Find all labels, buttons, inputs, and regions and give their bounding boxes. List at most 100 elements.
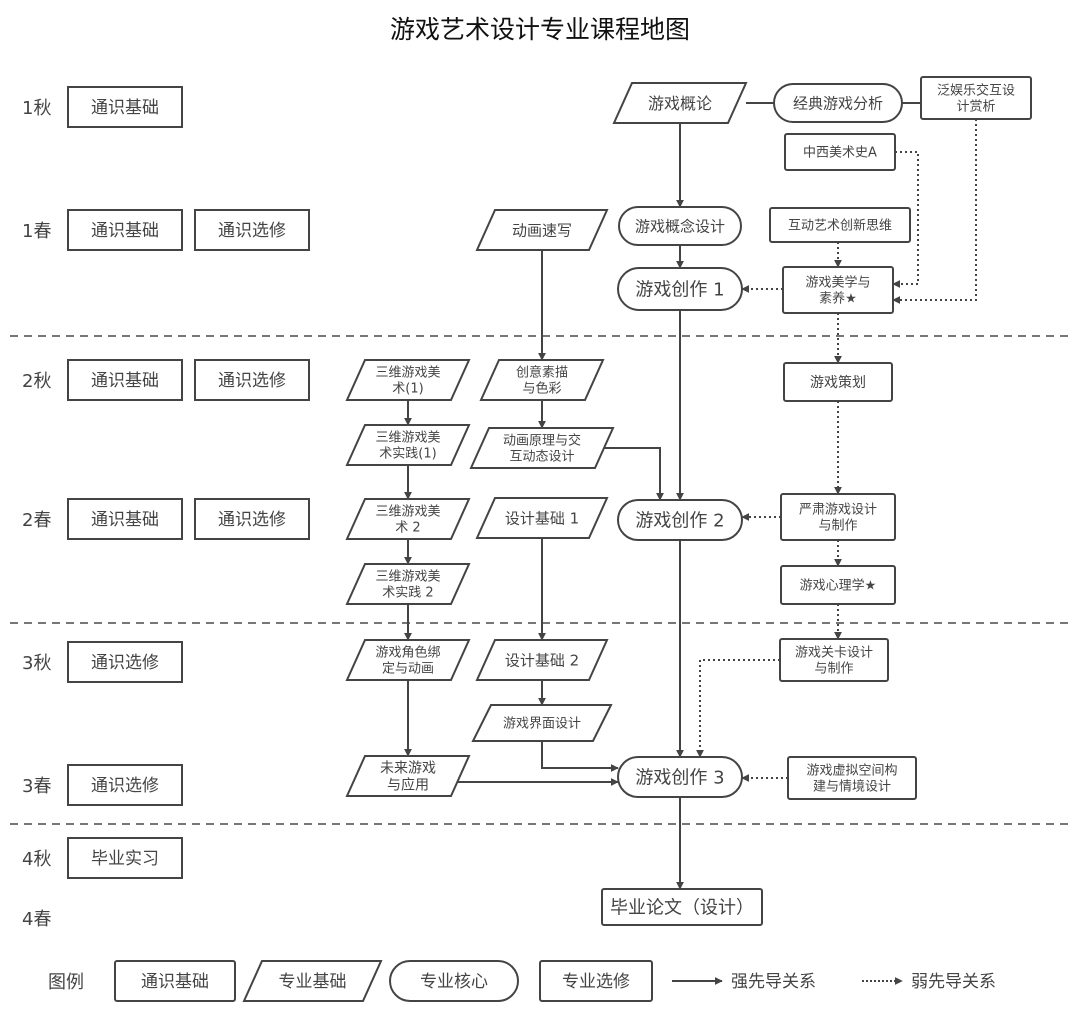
svg-text:游戏概念设计: 游戏概念设计 bbox=[635, 217, 725, 235]
svg-text:设计基础 2: 设计基础 2 bbox=[505, 651, 579, 669]
svg-text:游戏美学与: 游戏美学与 bbox=[805, 275, 870, 291]
svg-text:通识选修: 通识选修 bbox=[218, 371, 286, 391]
legend-item-elective: 专业选修 bbox=[539, 960, 653, 1002]
svg-text:通识选修: 通识选修 bbox=[91, 776, 159, 796]
weak-prerequisite-edge bbox=[696, 659, 780, 758]
svg-text:互动艺术创新思维: 互动艺术创新思维 bbox=[788, 218, 892, 234]
general-course-box[interactable]: 通识基础 bbox=[67, 359, 183, 401]
svg-text:三维游戏美: 三维游戏美 bbox=[375, 366, 440, 381]
svg-text:游戏策划: 游戏策划 bbox=[810, 374, 866, 391]
svg-text:通识基础: 通识基础 bbox=[141, 972, 209, 992]
legend-label: 图例 bbox=[48, 972, 84, 993]
svg-text:设计基础 1: 设计基础 1 bbox=[505, 509, 579, 527]
strong-prerequisite-edge bbox=[541, 741, 619, 772]
general-course-box[interactable]: 通识选修 bbox=[194, 359, 310, 401]
general-course-box[interactable]: 通识基础 bbox=[67, 209, 183, 251]
semester-label: 2秋 bbox=[22, 371, 51, 392]
svg-text:术实践 2: 术实践 2 bbox=[382, 586, 433, 601]
general-course-box[interactable]: 通识选修 bbox=[67, 641, 183, 683]
svg-text:毕业论文（设计）: 毕业论文（设计） bbox=[610, 897, 754, 918]
svg-text:游戏创作 2: 游戏创作 2 bbox=[635, 510, 724, 531]
legend-item-core: 专业核心 bbox=[389, 960, 519, 1002]
svg-text:定与动画: 定与动画 bbox=[382, 662, 434, 677]
svg-text:游戏界面设计: 游戏界面设计 bbox=[503, 717, 581, 732]
general-course-box[interactable]: 通识选修 bbox=[67, 764, 183, 806]
svg-text:互动态设计: 互动态设计 bbox=[509, 450, 574, 465]
course-node-creation3[interactable]: 游戏创作 3 bbox=[617, 756, 743, 798]
weak-prerequisite-edge bbox=[892, 119, 977, 304]
course-node-design-basic2[interactable]: 设计基础 2 bbox=[475, 639, 609, 681]
svg-text:计赏析: 计赏析 bbox=[956, 100, 995, 115]
course-node-classic-analysis[interactable]: 经典游戏分析 bbox=[773, 83, 903, 123]
course-node-design-basic1[interactable]: 设计基础 1 bbox=[475, 497, 609, 539]
svg-text:游戏创作 1: 游戏创作 1 bbox=[635, 279, 724, 300]
svg-text:游戏概论: 游戏概论 bbox=[648, 94, 712, 113]
svg-text:术 2: 术 2 bbox=[395, 521, 420, 536]
svg-text:素养★: 素养★ bbox=[819, 291, 857, 307]
svg-text:通识选修: 通识选修 bbox=[218, 510, 286, 530]
svg-text:与色彩: 与色彩 bbox=[522, 381, 561, 397]
course-node-creation2[interactable]: 游戏创作 2 bbox=[617, 499, 743, 541]
svg-text:与制作: 与制作 bbox=[814, 662, 853, 677]
svg-text:通识选修: 通识选修 bbox=[91, 653, 159, 673]
svg-text:通识基础: 通识基础 bbox=[91, 221, 159, 241]
course-node-ui-design[interactable]: 游戏界面设计 bbox=[471, 704, 613, 742]
general-course-box[interactable]: 通识选修 bbox=[194, 209, 310, 251]
svg-text:创意素描: 创意素描 bbox=[516, 365, 568, 381]
svg-text:术实践(1): 术实践(1) bbox=[379, 447, 436, 462]
semester-label: 3春 bbox=[22, 776, 51, 797]
svg-text:通识基础: 通识基础 bbox=[91, 98, 159, 118]
svg-text:与应用: 与应用 bbox=[387, 777, 429, 794]
svg-text:严肃游戏设计: 严肃游戏设计 bbox=[799, 503, 877, 518]
legend-item-foundation: 专业基础 bbox=[242, 960, 383, 1002]
svg-text:毕业实习: 毕业实习 bbox=[91, 849, 159, 869]
svg-text:动画速写: 动画速写 bbox=[512, 221, 572, 239]
svg-text:游戏创作 3: 游戏创作 3 bbox=[635, 767, 724, 788]
general-course-box[interactable]: 通识基础 bbox=[67, 86, 183, 128]
svg-text:未来游戏: 未来游戏 bbox=[380, 761, 436, 777]
svg-text:通识选修: 通识选修 bbox=[218, 221, 286, 241]
svg-text:专业选修: 专业选修 bbox=[562, 972, 630, 992]
svg-text:游戏心理学★: 游戏心理学★ bbox=[800, 578, 877, 594]
course-node-interactive-art[interactable]: 互动艺术创新思维 bbox=[769, 207, 911, 243]
course-node-anim-sketch[interactable]: 动画速写 bbox=[475, 209, 609, 251]
svg-text:专业核心: 专业核心 bbox=[420, 972, 488, 992]
course-node-planning[interactable]: 游戏策划 bbox=[783, 362, 893, 402]
course-node-creation1[interactable]: 游戏创作 1 bbox=[617, 267, 743, 311]
semester-label: 4秋 bbox=[22, 849, 51, 870]
course-node-thesis[interactable]: 毕业论文（设计） bbox=[601, 888, 763, 926]
course-node-psychology[interactable]: 游戏心理学★ bbox=[780, 565, 896, 605]
svg-text:三维游戏美: 三维游戏美 bbox=[375, 505, 440, 520]
svg-text:经典游戏分析: 经典游戏分析 bbox=[793, 94, 883, 112]
legend-strong-label: 强先导关系 bbox=[731, 972, 816, 992]
svg-text:游戏关卡设计: 游戏关卡设计 bbox=[795, 646, 873, 661]
svg-text:术(1): 术(1) bbox=[392, 382, 423, 397]
svg-text:专业基础: 专业基础 bbox=[279, 972, 347, 992]
course-node-art-history[interactable]: 中西美术史A bbox=[784, 133, 896, 171]
svg-text:建与情境设计: 建与情境设计 bbox=[813, 780, 891, 795]
semester-label: 4春 bbox=[22, 909, 51, 930]
course-node-concept-design[interactable]: 游戏概念设计 bbox=[618, 206, 742, 246]
svg-text:泛娱乐交互设: 泛娱乐交互设 bbox=[937, 83, 1015, 99]
semester-label: 2春 bbox=[22, 510, 51, 531]
general-course-box[interactable]: 毕业实习 bbox=[67, 837, 183, 879]
svg-text:通识基础: 通识基础 bbox=[91, 371, 159, 391]
general-course-box[interactable]: 通识选修 bbox=[194, 498, 310, 540]
strong-prerequisite-edge bbox=[601, 447, 664, 501]
course-node-gaming-intro[interactable]: 游戏概论 bbox=[612, 82, 748, 124]
general-course-box[interactable]: 通识基础 bbox=[67, 498, 183, 540]
weak-prerequisite-edge bbox=[892, 151, 919, 288]
